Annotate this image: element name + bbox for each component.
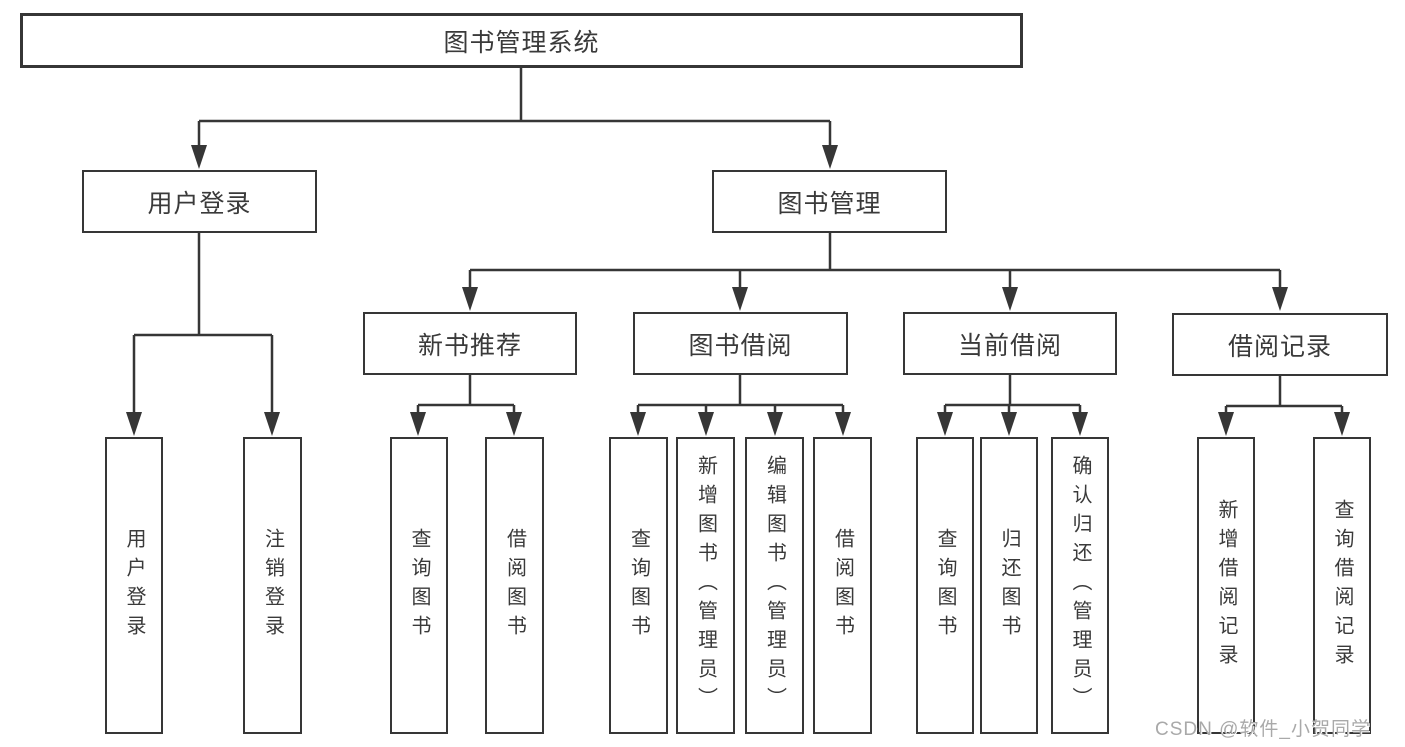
node-label: 用户登录 (147, 189, 252, 218)
leaf-user-login: 用户登录 (105, 437, 163, 734)
node-label: 图书管理 (777, 189, 882, 218)
node-new-book-recommendation: 新书推荐 (363, 312, 577, 375)
node-label: 新书推荐 (417, 331, 522, 360)
leaf-add-borrow-record: 新增借阅记录 (1197, 437, 1255, 734)
leaf-query-books-borrow: 查询图书 (609, 437, 668, 734)
leaf-borrow-books-recommend: 借阅图书 (485, 437, 544, 734)
node-label: 图书借阅 (688, 331, 793, 360)
leaf-return-book: 归还图书 (980, 437, 1038, 734)
leaf-add-book-admin: 新增图书（管理员） (676, 437, 735, 734)
node-borrowing-records: 借阅记录 (1172, 313, 1388, 376)
leaf-query-books-current: 查询图书 (916, 437, 974, 734)
node-label: 图书管理系统 (443, 28, 600, 57)
node-library-management-system: 图书管理系统 (20, 13, 1023, 68)
leaf-query-books-recommend: 查询图书 (390, 437, 448, 734)
node-label: 当前借阅 (957, 331, 1062, 360)
leaf-logout: 注销登录 (243, 437, 302, 734)
csdn-watermark: CSDN @软件_小贺同学 (1155, 719, 1371, 740)
leaf-query-borrow-record: 查询借阅记录 (1313, 437, 1371, 734)
node-user-login: 用户登录 (82, 170, 317, 233)
node-book-management: 图书管理 (712, 170, 947, 233)
leaf-borrow-books: 借阅图书 (813, 437, 872, 734)
node-current-borrowing: 当前借阅 (903, 312, 1117, 375)
leaf-confirm-return-admin: 确认归还（管理员） (1051, 437, 1109, 734)
node-book-borrowing: 图书借阅 (633, 312, 848, 375)
leaf-edit-book-admin: 编辑图书（管理员） (745, 437, 804, 734)
node-label: 借阅记录 (1227, 332, 1332, 361)
